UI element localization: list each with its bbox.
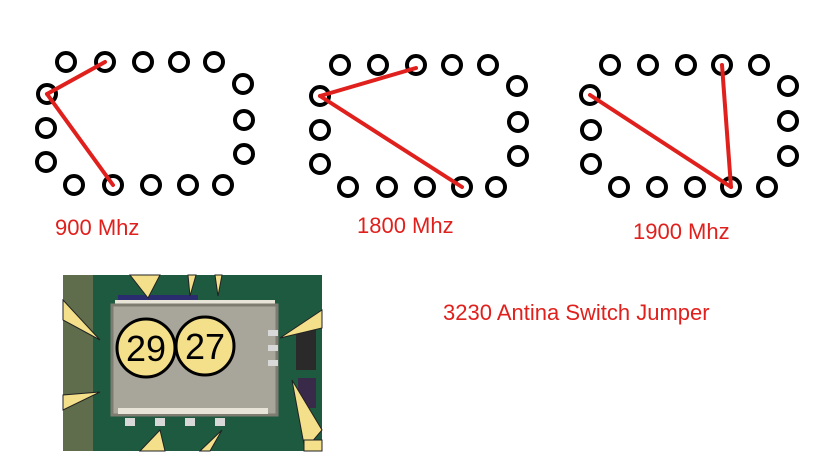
pad bbox=[102, 174, 124, 196]
pad bbox=[637, 54, 659, 76]
pad-diagram-1 bbox=[35, 51, 255, 196]
pad bbox=[35, 151, 57, 173]
jumper-line bbox=[588, 93, 733, 189]
pad bbox=[55, 51, 77, 73]
pad bbox=[232, 73, 254, 95]
pad bbox=[675, 54, 697, 76]
pad bbox=[507, 145, 529, 167]
pad bbox=[63, 174, 85, 196]
pad bbox=[309, 119, 331, 141]
pad bbox=[507, 111, 529, 133]
badge-27 bbox=[174, 315, 236, 377]
pad bbox=[777, 75, 799, 97]
jumper-line bbox=[45, 92, 115, 187]
pad bbox=[599, 54, 621, 76]
pad bbox=[329, 54, 351, 76]
page-title: 3230 Antina Switch Jumper bbox=[443, 300, 710, 325]
jumper-line bbox=[318, 66, 418, 98]
pad bbox=[405, 54, 427, 76]
pad bbox=[580, 153, 602, 175]
pad bbox=[212, 174, 234, 196]
chip-label-27: 27 bbox=[185, 326, 225, 367]
pad bbox=[233, 143, 255, 165]
pad bbox=[777, 110, 799, 132]
pad bbox=[168, 51, 190, 73]
chip-photo: 29 27 bbox=[62, 274, 323, 452]
pad bbox=[140, 174, 162, 196]
pad bbox=[646, 176, 668, 198]
pad bbox=[580, 119, 602, 141]
pad-diagram-2 bbox=[309, 54, 529, 198]
pad bbox=[684, 176, 706, 198]
pad bbox=[337, 176, 359, 198]
pad bbox=[132, 51, 154, 73]
pad bbox=[748, 54, 770, 76]
pad bbox=[506, 75, 528, 97]
pad bbox=[233, 109, 255, 131]
pad bbox=[414, 176, 436, 198]
pad bbox=[756, 176, 778, 198]
diagram-label-1900: 1900 Mhz bbox=[633, 219, 730, 244]
chip-label-29: 29 bbox=[126, 328, 166, 369]
pad bbox=[608, 176, 630, 198]
jumper-line bbox=[720, 63, 733, 189]
pad bbox=[35, 117, 57, 139]
pad bbox=[367, 54, 389, 76]
jumper-line bbox=[318, 94, 464, 189]
pad bbox=[376, 176, 398, 198]
pad bbox=[579, 84, 601, 106]
pad bbox=[309, 153, 331, 175]
pad bbox=[36, 83, 58, 105]
pad bbox=[485, 176, 507, 198]
pad bbox=[203, 51, 225, 73]
pad bbox=[477, 54, 499, 76]
pad bbox=[441, 54, 463, 76]
pad bbox=[451, 176, 473, 198]
pad bbox=[94, 51, 116, 73]
pad-diagram-3 bbox=[579, 54, 799, 198]
pad bbox=[177, 174, 199, 196]
pad bbox=[777, 145, 799, 167]
pad bbox=[309, 85, 331, 107]
diagram-label-1800: 1800 Mhz bbox=[357, 213, 454, 238]
diagram-label-900: 900 Mhz bbox=[55, 215, 139, 240]
jumper-line bbox=[45, 60, 107, 96]
